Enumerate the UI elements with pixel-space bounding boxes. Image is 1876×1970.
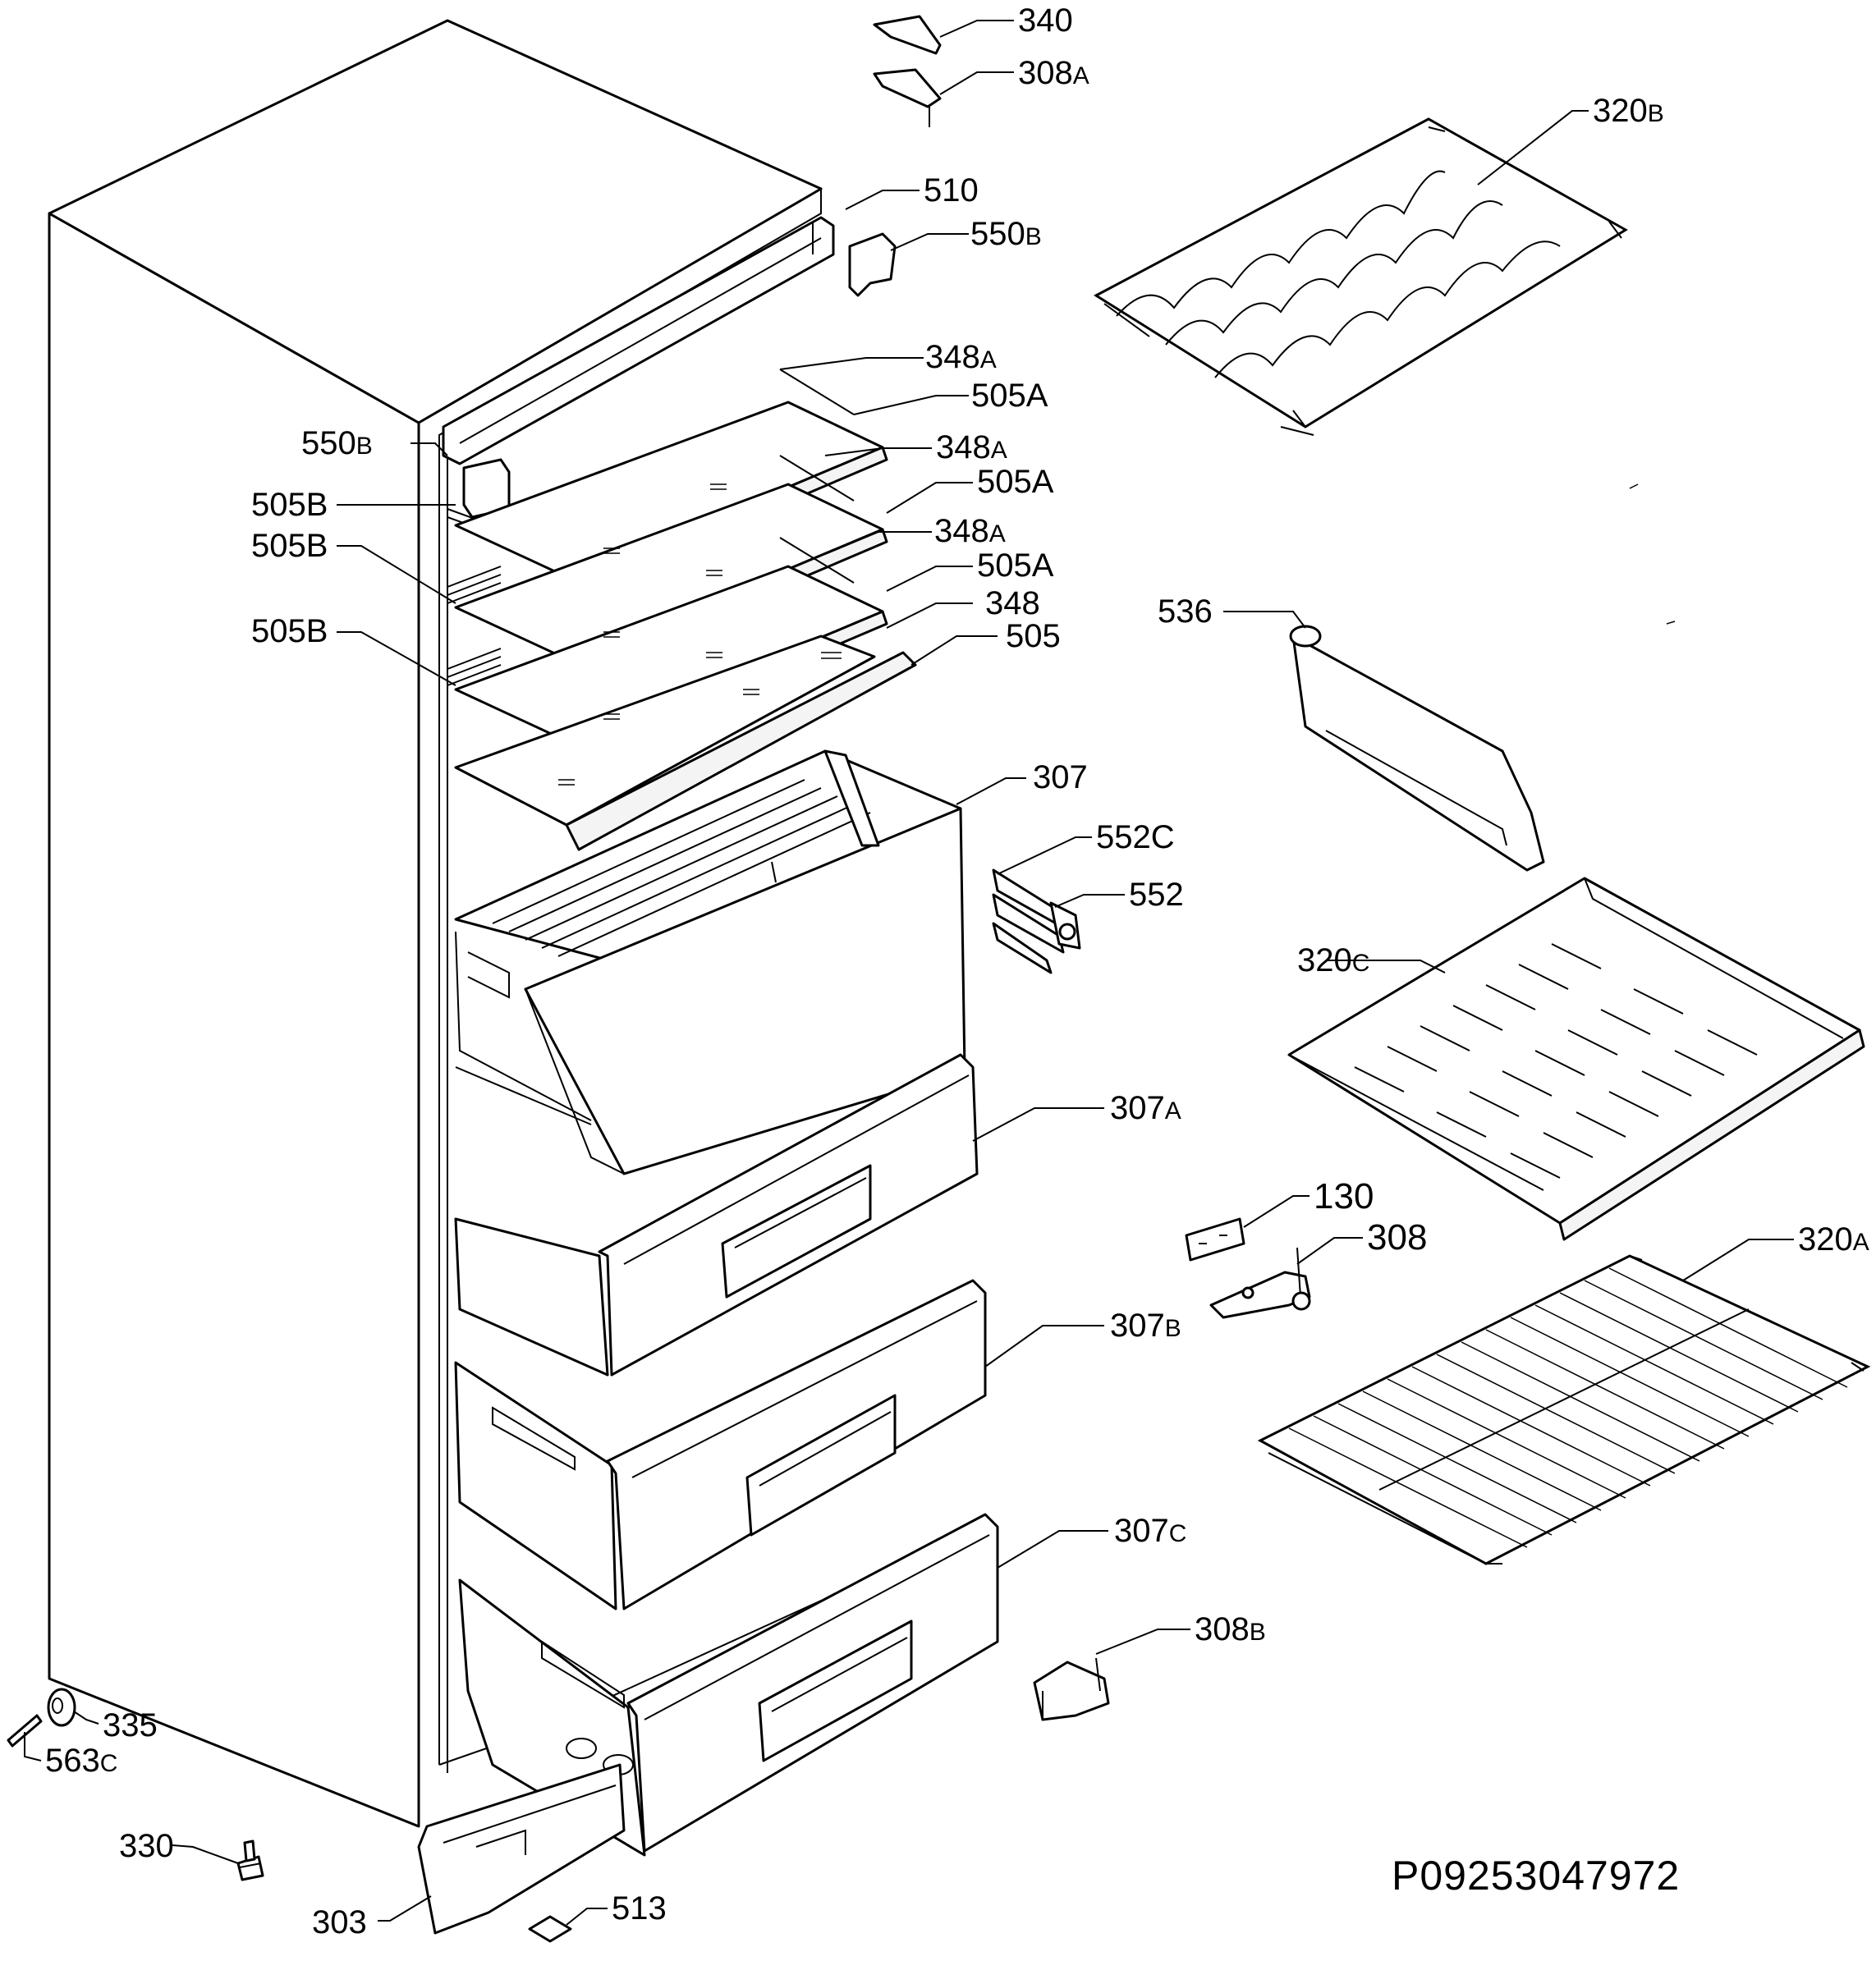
pin-563c [7,1714,43,1748]
callout-308: 308 [1367,1217,1427,1258]
callout-348a-1: 348A [925,339,997,375]
left-shelf-supports [447,458,511,686]
glass-shelf-4 [454,635,917,851]
top-control-bar-510 [442,216,835,465]
callout-505b-2: 505B [251,528,328,564]
callout-505a-3: 505A [977,547,1054,584]
small-part-308a [873,68,942,127]
bottle-rack-320b [1094,117,1628,436]
callout-308a: 308A [1018,55,1089,91]
bottom-cover-303 [417,1763,626,1935]
wire-shelf-320a [1257,1254,1871,1565]
drawer-307a [454,1053,979,1377]
small-part-513 [528,1915,572,1943]
callout-563c: 563C [45,1743,117,1779]
callout-labels: 340 308A 320B 510 550B 348A 505A 550B 34… [45,2,1869,1940]
small-part-130 [1185,1217,1245,1262]
callout-308b: 308B [1195,1611,1266,1647]
callout-510: 510 [924,172,979,208]
foot-335 [47,1688,76,1727]
glass-marks [558,483,842,786]
callout-552: 552 [1129,877,1184,913]
foot-330 [236,1839,264,1881]
callout-536: 536 [1158,593,1213,630]
callout-348: 348 [985,585,1040,621]
callout-307b: 307B [1110,1308,1181,1344]
callout-505a-1: 505A [971,378,1048,414]
callout-513: 513 [612,1890,667,1926]
drawer-307b [454,1279,987,1610]
divider-536 [1289,625,1545,872]
cabinet [48,19,823,1828]
hinge-308b [1033,1657,1110,1721]
callout-335: 335 [103,1707,158,1743]
callout-320a: 320A [1798,1221,1869,1258]
callout-552c: 552C [1096,819,1175,855]
callout-505: 505 [1006,618,1061,654]
rail-552 [992,868,1081,974]
callout-348a-2: 348A [936,429,1007,465]
callout-307c: 307C [1114,1513,1186,1549]
callout-307a: 307A [1110,1090,1181,1126]
callout-550b-left: 550B [301,425,373,461]
drawing-code: P09253047972 [1392,1853,1680,1899]
callout-303: 303 [312,1904,367,1940]
glass-shelf-320c [1287,877,1865,1241]
callout-550b-right: 550B [970,216,1042,252]
small-part-550b [848,232,897,297]
small-part-340 [873,15,942,55]
callout-340: 340 [1018,2,1073,39]
callout-505b-3: 505B [251,613,328,649]
callout-330: 330 [119,1828,174,1864]
callout-505a-2: 505A [977,464,1054,500]
callout-307: 307 [1033,759,1088,795]
callout-320c: 320C [1297,942,1369,978]
callout-348a-3: 348A [934,513,1006,549]
leader-lines [24,20,1794,1926]
callout-130: 130 [1314,1176,1374,1216]
callout-320b: 320B [1593,93,1664,129]
hinge-308 [1209,1247,1311,1319]
callout-505b-1: 505B [251,487,328,523]
crisper-307 [454,749,966,1175]
